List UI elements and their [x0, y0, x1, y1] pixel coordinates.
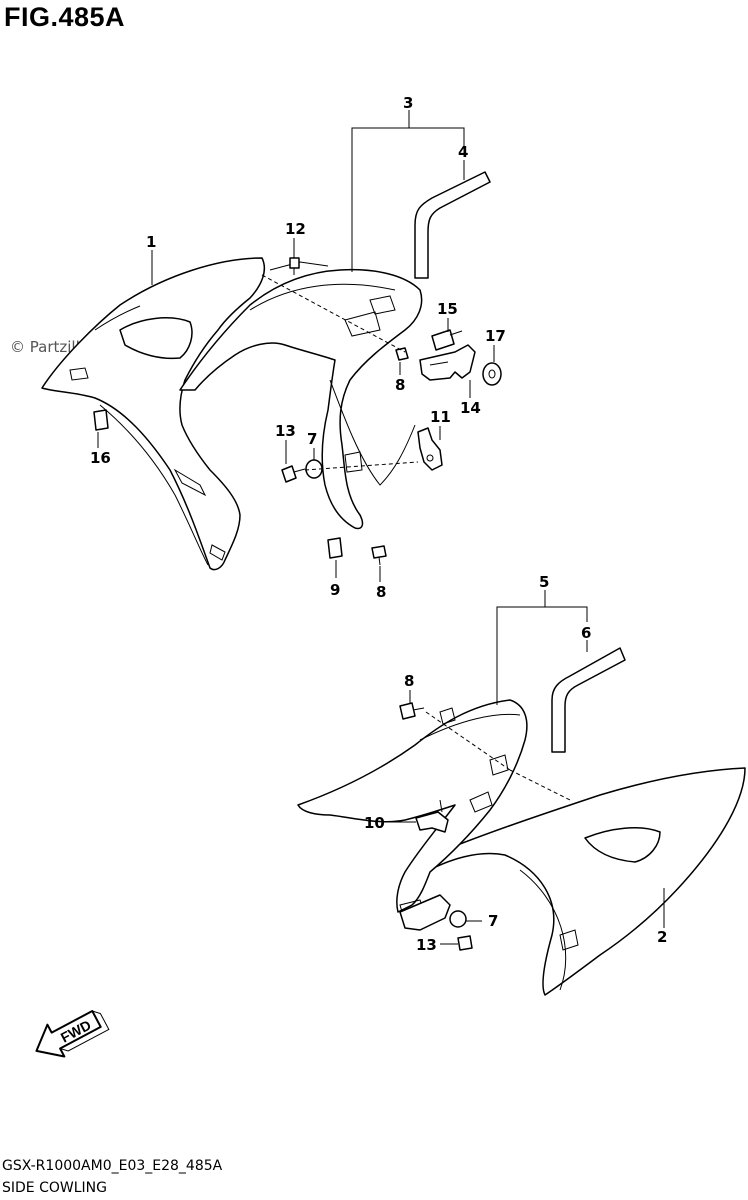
drawing-code: GSX-R1000AM0_E03_E28_485A — [2, 1158, 223, 1174]
callout-1: 1 — [146, 233, 156, 251]
callout-3: 3 — [403, 94, 413, 112]
part-16-label — [93, 409, 109, 431]
callout-7-lower: 7 — [488, 912, 498, 930]
part-13-bolt-upper — [281, 465, 306, 483]
fwd-arrow-icon: FWD — [35, 1010, 110, 1058]
callout-2: 2 — [657, 928, 667, 946]
callout-17: 17 — [485, 327, 506, 345]
callout-16: 16 — [90, 449, 111, 467]
callout-10: 10 — [364, 814, 385, 832]
bracket-mount-lower — [399, 894, 451, 931]
part-5-inner-panel — [297, 699, 528, 923]
part-8-screw-lower-assembly — [399, 702, 425, 720]
part-12-screw — [289, 257, 300, 275]
callout-4: 4 — [458, 143, 468, 161]
callout-5: 5 — [539, 573, 549, 591]
part-1-side-cowling-left — [41, 257, 266, 571]
part-10-bracket — [415, 799, 449, 833]
part-3-inner-panel — [179, 261, 423, 530]
callout-13-upper: 13 — [275, 422, 296, 440]
part-15-bolt — [431, 329, 463, 351]
part-8-screw-upper — [395, 347, 409, 361]
copyright-symbol: © — [10, 338, 25, 356]
callout-8-upper: 8 — [395, 376, 405, 394]
callout-8-lower: 8 — [404, 672, 414, 690]
callout-13-lower: 13 — [416, 936, 437, 954]
drawing-subtitle: SIDE COWLING — [2, 1180, 107, 1196]
part-6-hose — [551, 647, 626, 753]
part-13-bolt-lower — [457, 935, 473, 951]
callout-9: 9 — [330, 581, 340, 599]
callout-14: 14 — [460, 399, 481, 417]
part-8-screw-lower — [371, 545, 387, 566]
callout-15: 15 — [437, 300, 458, 318]
part-11-bracket — [417, 427, 443, 471]
part-4-hose — [414, 171, 491, 279]
part-2-side-cowling-right — [419, 767, 746, 996]
callout-11: 11 — [430, 408, 451, 426]
part-7-grommet-lower — [449, 910, 467, 928]
part-9-label — [327, 537, 343, 559]
part-17-grommet — [482, 362, 502, 386]
callout-8-middle: 8 — [376, 583, 386, 601]
figure-title: FIG.485A — [4, 2, 126, 32]
callout-12: 12 — [285, 220, 306, 238]
callout-7-upper: 7 — [307, 430, 317, 448]
part-14-bracket — [419, 344, 476, 381]
callout-6: 6 — [581, 624, 591, 642]
